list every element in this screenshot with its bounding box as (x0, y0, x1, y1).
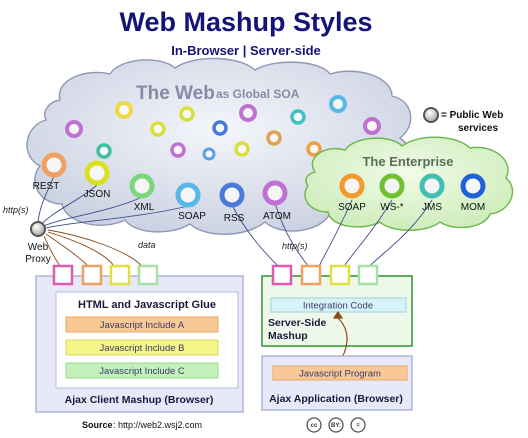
legend-marker (423, 107, 439, 123)
by-icon (328, 417, 344, 433)
source-url: : http://web2.wsj2.com (113, 420, 202, 430)
include-b-label: Javascript Include B (99, 343, 184, 354)
enterprise-service-jms-icon (419, 173, 445, 199)
server-plug-1 (271, 264, 293, 286)
connector-lines (37, 175, 433, 269)
enterprise-service-mom-icon (460, 173, 486, 199)
enterprise-services: SOAP WS-* JMS MOM (338, 173, 486, 213)
page-subtitle: In-Browser | Server-side (171, 43, 321, 58)
web-cloud-title: The Web (136, 83, 215, 104)
http-label-right: http(s) (282, 241, 308, 251)
enterprise-service-jms-label: JMS (422, 202, 442, 213)
web-service-atom-icon (262, 180, 288, 206)
data-lines (43, 229, 143, 267)
web-cloud-subtitle: as Global SOA (216, 87, 300, 101)
include-a-label: Javascript Include A (100, 320, 185, 331)
client-plug-4 (137, 264, 159, 286)
client-plug-2 (81, 264, 103, 286)
javascript-program-bar (272, 365, 408, 381)
web-service-xml-label: XML (134, 202, 155, 213)
legend: = Public Web services (423, 107, 503, 134)
web-cloud-decoration (65, 95, 381, 161)
web-proxy-label-line1: Web (28, 242, 49, 253)
client-box-footer: Ajax Client Mashup (Browser) (65, 394, 214, 406)
source-label: Source (82, 420, 113, 430)
web-service-xml-icon (129, 173, 155, 199)
nd-icon (350, 417, 366, 433)
web-service-rest-icon (41, 152, 67, 178)
http-label-left: http(s) (3, 205, 29, 215)
client-plug-3 (109, 264, 131, 286)
web-service-json-label: JSON (84, 189, 111, 200)
include-c-label: Javascript Include C (99, 366, 185, 377)
enterprise-service-mom-label: MOM (461, 202, 485, 213)
include-a-bar (65, 316, 219, 333)
license-badge: cc BY: = (306, 417, 366, 433)
web-service-rss-icon (219, 182, 245, 208)
include-c-bar (65, 362, 219, 379)
integration-code-label: Integration Code (303, 301, 373, 312)
page-title: Web Mashup Styles (119, 7, 372, 37)
server-box-title-line2: Mashup (268, 330, 308, 342)
ajax-app-footer: Ajax Application (Browser) (269, 393, 403, 405)
ajax-app-box (261, 355, 413, 411)
javascript-program-label: Javascript Program (299, 369, 381, 380)
web-service-rest-label: REST (33, 181, 60, 192)
include-b-bar (65, 339, 219, 356)
enterprise-service-soap-icon (339, 173, 365, 199)
enterprise-cloud (304, 136, 514, 231)
cc-icon-label: cc (311, 423, 318, 429)
client-box-title: HTML and Javascript Glue (78, 299, 216, 311)
web-service-soap-icon (175, 182, 201, 208)
by-icon-label: BY: (331, 423, 341, 429)
enterprise-service-ws-icon (379, 173, 405, 199)
legend-line1: = Public Web (441, 110, 503, 121)
enterprise-service-ws-label: WS-* (380, 202, 403, 213)
web-service-rss-label: RSS (224, 213, 245, 224)
legend-line2: services (458, 123, 498, 134)
client-plug-1 (52, 264, 74, 286)
enterprise-service-soap-label: SOAP (338, 202, 366, 213)
web-service-soap-label: SOAP (178, 211, 206, 222)
web-service-json-icon (84, 160, 110, 186)
server-box-title-line1: Server-Side (268, 317, 327, 329)
cc-icon (306, 417, 322, 433)
enterprise-title: The Enterprise (362, 154, 453, 169)
web-service-atom-label: ATOM (263, 211, 291, 222)
web-services: REST JSON XML SOAP RSS ATOM (33, 152, 291, 224)
web-proxy-icon (30, 221, 46, 237)
web-proxy-label-line2: Proxy (25, 254, 51, 265)
server-plug-2 (300, 264, 322, 286)
server-plug-4 (357, 264, 379, 286)
server-plug-3 (329, 264, 351, 286)
nd-icon-label: = (356, 423, 360, 429)
data-label: data (138, 240, 156, 250)
